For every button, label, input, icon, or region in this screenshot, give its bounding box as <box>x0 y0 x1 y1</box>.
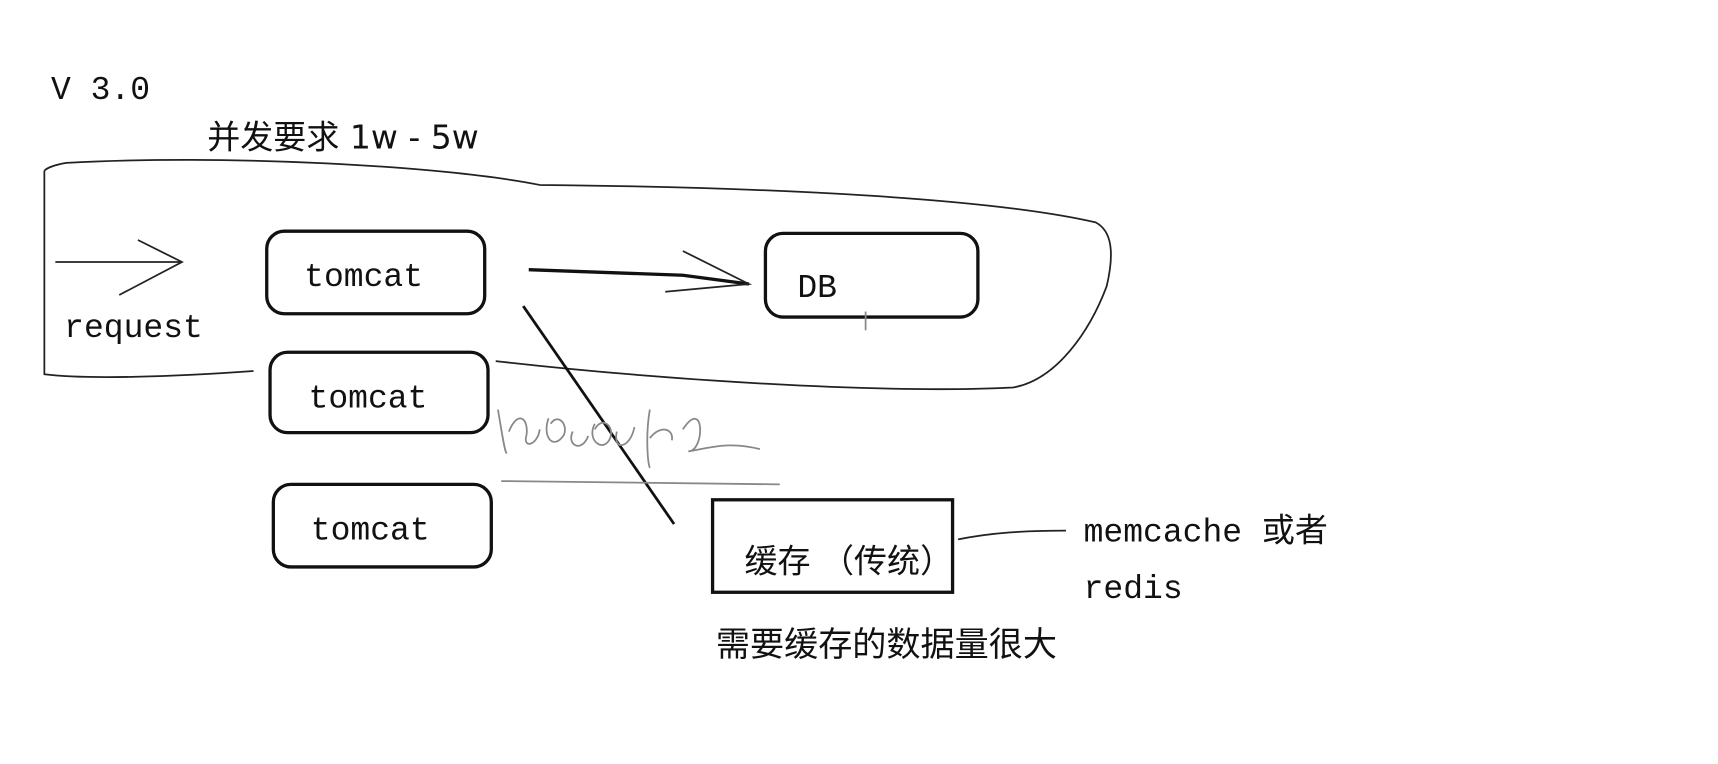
tomcat-label: tomcat <box>309 380 428 417</box>
request-arrow <box>55 239 184 296</box>
tomcat-server-3: tomcat <box>271 482 493 569</box>
tomcat-label: tomcat <box>304 259 423 296</box>
database-node: DB <box>763 231 980 331</box>
tomcat-to-db-arrow <box>528 250 753 293</box>
cache-node: 缓存 （传统） <box>710 498 955 594</box>
tomcat-to-cache-line <box>522 305 676 525</box>
database-label: DB <box>797 270 837 307</box>
cluster-outline <box>43 158 1112 391</box>
separator-line <box>501 480 780 486</box>
cache-options-line2: redis <box>1084 571 1183 608</box>
version-label: V 3.0 <box>51 72 150 109</box>
tomcat-server-2: tomcat <box>268 350 490 435</box>
tomcat-label: tomcat <box>311 512 430 549</box>
cache-options-connector <box>957 529 1066 541</box>
cache-options-line1: memcache 或者 <box>1084 513 1328 552</box>
tomcat-server-1: tomcat <box>265 229 487 316</box>
concurrency-note: 并发要求 1w - 5w <box>207 118 478 157</box>
handwritten-memcache-scribble <box>497 409 761 469</box>
cache-label: 缓存 （传统） <box>745 541 954 580</box>
request-label: request <box>64 310 203 347</box>
cache-note: 需要缓存的数据量很大 <box>716 625 1057 665</box>
